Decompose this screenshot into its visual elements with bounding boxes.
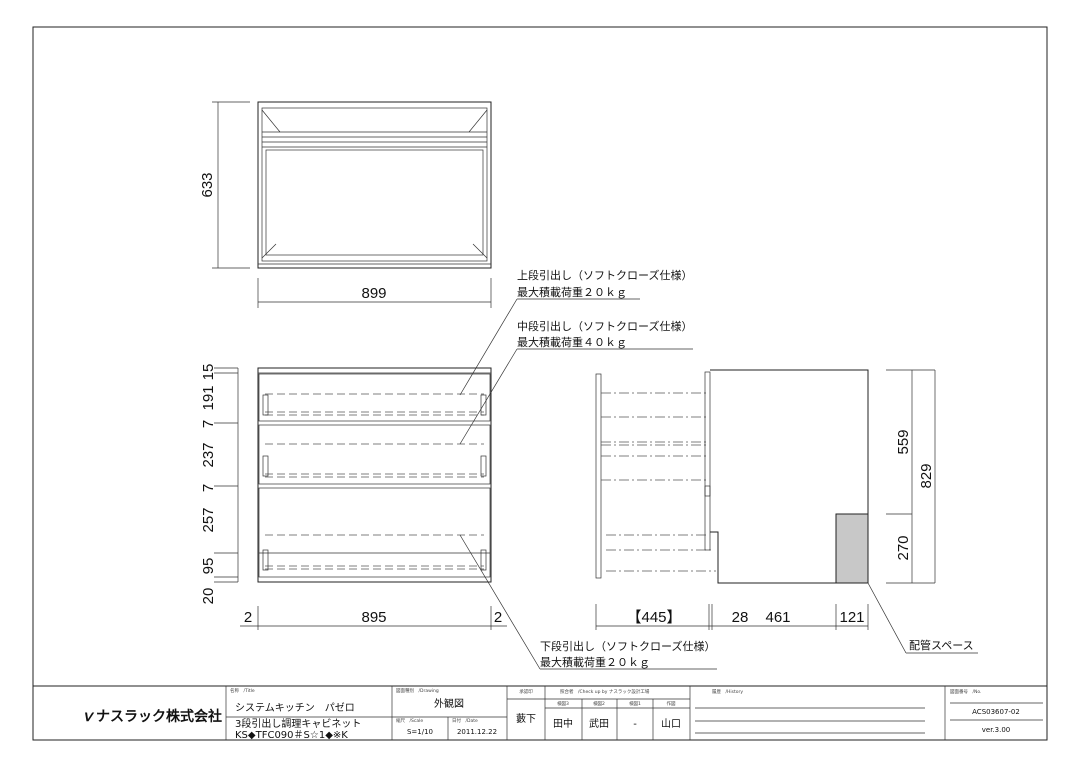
checker-name: - — [633, 719, 637, 730]
dim-upper-height: 559 — [895, 429, 912, 454]
history-label: 履歴 /History — [712, 689, 743, 695]
check-label: 照合者 /Check up by ナスラック設計工場 — [560, 688, 650, 695]
drawing-type: 外観図 — [434, 697, 464, 710]
title-line3: KS◆TFC090＃S☆1◆※K — [235, 729, 348, 741]
dim-gap-2: 7 — [200, 484, 217, 492]
sheet-border — [32, 26, 1048, 741]
checker-name: 田中 — [553, 717, 573, 730]
dim-upper-drawer: 191 — [200, 385, 217, 410]
front-view: 15 191 7 237 7 257 95 20 2 895 2 — [200, 364, 507, 630]
company-name: ナスラック株式会社 — [96, 708, 222, 725]
top-depth-dim: 633 — [199, 172, 216, 197]
company-logo: ｖ — [80, 707, 95, 725]
drawing-number: ACS03607-02 — [972, 708, 1020, 716]
pipe-space-area — [835, 513, 869, 584]
note-middle-line1: 中段引出し（ソフトクローズ仕様） — [517, 319, 692, 333]
dim-plinth: 20 — [200, 588, 217, 605]
drawing-number-label: 図面番号 /No. — [950, 688, 982, 695]
top-width-dim: 899 — [361, 285, 386, 302]
date-label: 日付 /Date — [452, 717, 478, 724]
dim-drawer-extension: 【445】 — [626, 609, 681, 626]
note-lower-line1: 下段引出し（ソフトクローズ仕様） — [540, 639, 715, 653]
title-block: ｖ ナスラック株式会社 名称 /Title システムキッチン パゼロ 3段引出し… — [33, 685, 1047, 741]
dim-front-width: 895 — [361, 609, 386, 626]
scale-label: 縮尺 /Scale — [396, 717, 423, 724]
top-view: 633 899 — [199, 101, 492, 308]
dim-lower-inner: 95 — [200, 558, 217, 575]
approval-stamp: 藪下 — [516, 712, 536, 725]
checker-role: 検図2 — [593, 700, 605, 707]
checker-role: 検図3 — [557, 700, 569, 707]
dim-total-height: 829 — [918, 463, 935, 488]
side-view: 【445】 28 461 121 559 829 270 配管スペース — [595, 369, 978, 654]
drawing-version: ver.3.00 — [982, 726, 1011, 734]
dim-pipe-depth: 121 — [839, 609, 864, 626]
checker-name: 山口 — [661, 718, 681, 730]
date-value: 2011.12.22 — [457, 728, 497, 736]
checker-role: 作図 — [667, 700, 676, 707]
dim-top-rail: 15 — [200, 364, 217, 381]
approval-label: 承認印 — [519, 688, 533, 695]
dim-front-thickness: 28 — [732, 609, 749, 626]
note-upper-line2: 最大積載荷重２０ｋｇ — [517, 285, 627, 299]
checker-name: 武田 — [589, 717, 609, 730]
dim-left-gap: 2 — [244, 609, 252, 626]
dim-body-depth: 461 — [765, 609, 790, 626]
title-line1: システムキッチン パゼロ — [235, 702, 355, 714]
dim-right-gap: 2 — [494, 609, 502, 626]
dim-pipe-height: 270 — [895, 535, 912, 560]
checker-role: 検図1 — [629, 700, 641, 707]
note-upper-line1: 上段引出し（ソフトクローズ仕様） — [517, 268, 692, 282]
drawing-type-label: 図面種別 /Drawing — [396, 687, 439, 694]
title-line2: 3段引出し調理キャビネット — [235, 717, 361, 730]
scale-value: S=1/10 — [407, 728, 433, 736]
note-middle-line2: 最大積載荷重４０ｋｇ — [517, 335, 627, 349]
title-label: 名称 /Title — [230, 687, 255, 694]
drawer-notes: 上段引出し（ソフトクローズ仕様） 最大積載荷重２０ｋｇ 中段引出し（ソフトクロー… — [459, 268, 717, 670]
dim-lower-drawer: 257 — [200, 507, 217, 532]
pipe-space-label: 配管スペース — [909, 638, 974, 652]
note-lower-line2: 最大積載荷重２０ｋｇ — [540, 655, 650, 669]
dim-middle-drawer: 237 — [200, 442, 217, 467]
dim-gap-1: 7 — [200, 420, 217, 428]
